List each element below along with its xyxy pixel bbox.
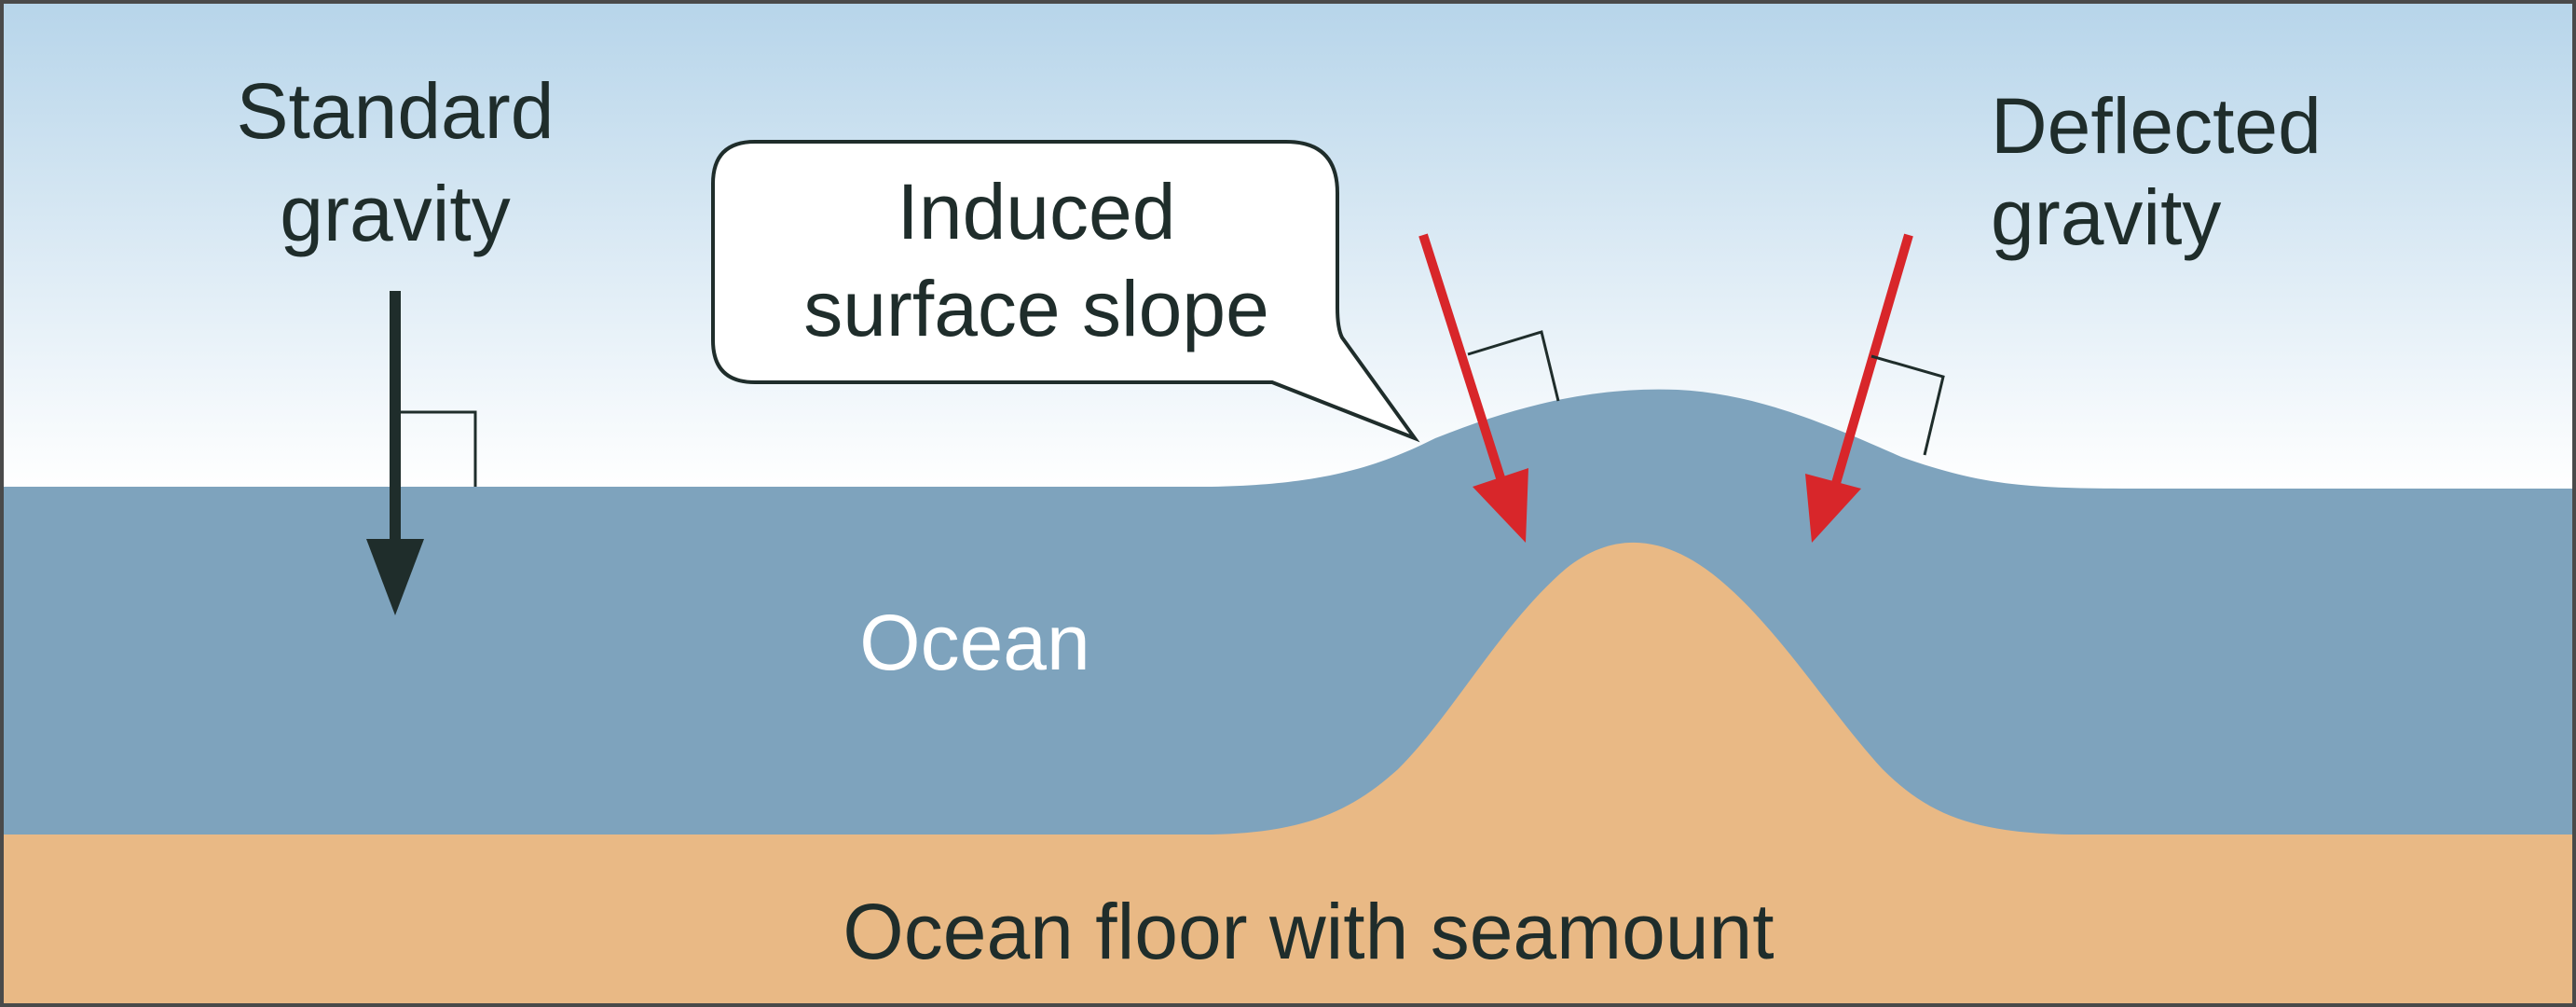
right-angle-marker-left <box>1467 330 1560 402</box>
standard-gravity-label-line2: gravity <box>280 170 510 257</box>
deflected-gravity-label-line2: gravity <box>1991 173 2221 261</box>
deflected-gravity-arrow-left <box>1418 233 1528 543</box>
induced-slope-callout-bubble <box>711 140 1420 443</box>
induced-slope-label-line2: surface slope <box>803 265 1269 352</box>
deflected-gravity-arrow-right <box>1805 233 1913 543</box>
standard-gravity-arrow <box>366 291 424 615</box>
ocean-label: Ocean <box>859 599 1090 686</box>
seafloor-with-seamount <box>4 542 2572 1003</box>
right-angle-marker-right <box>1870 354 1945 456</box>
induced-slope-label-line1: Induced <box>897 168 1176 255</box>
ocean-water <box>4 389 2572 839</box>
standard-gravity-label-line1: Standard <box>237 67 555 155</box>
ocean-floor-label: Ocean floor with seamount <box>843 888 1774 975</box>
right-angle-marker-standard <box>401 410 477 487</box>
deflected-gravity-label-line1: Deflected <box>1991 82 2322 170</box>
